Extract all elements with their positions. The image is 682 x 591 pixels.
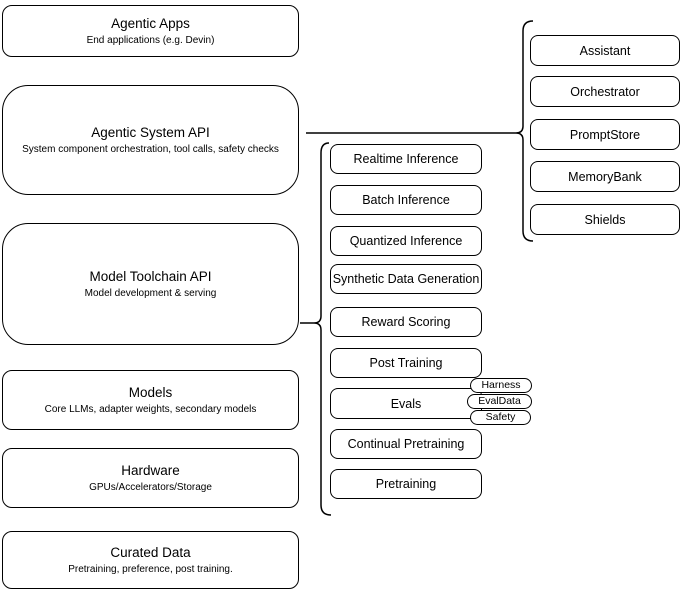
node-subtitle: Pretraining, preference, post training. [68,563,233,575]
node-model-toolchain-api: Model Toolchain API Model development & … [2,223,299,345]
node-subtitle: Model development & serving [84,287,217,299]
node-agentic-apps: Agentic Apps End applications (e.g. Devi… [2,5,299,57]
node-subtitle: Core LLMs, adapter weights, secondary mo… [44,403,257,415]
node-orchestrator: Orchestrator [530,76,680,107]
node-hardware: Hardware GPUs/Accelerators/Storage [2,448,299,508]
node-evals: Evals [330,388,482,419]
node-shields: Shields [530,204,680,235]
badge-safety: Safety [470,410,531,425]
node-memorybank: MemoryBank [530,161,680,192]
node-promptstore: PromptStore [530,119,680,150]
node-reward-scoring: Reward Scoring [330,307,482,337]
node-title: Models [128,384,173,400]
node-subtitle: System component orchestration, tool cal… [22,143,279,155]
node-title: Agentic System API [91,124,210,140]
node-agentic-system-api: Agentic System API System component orch… [2,85,299,195]
node-title: Agentic Apps [111,15,190,31]
node-title: Hardware [121,462,180,478]
node-continual-pretraining: Continual Pretraining [330,429,482,459]
node-title: Model Toolchain API [89,268,212,284]
node-batch-inference: Batch Inference [330,185,482,215]
node-curated-data: Curated Data Pretraining, preference, po… [2,531,299,589]
node-realtime-inference: Realtime Inference [330,144,482,174]
node-models: Models Core LLMs, adapter weights, secon… [2,370,299,430]
node-subtitle: GPUs/Accelerators/Storage [89,481,212,493]
node-assistant: Assistant [530,35,680,66]
badge-harness: Harness [470,378,532,393]
node-synthetic-data-generation: Synthetic Data Generation [330,264,482,294]
node-post-training: Post Training [330,348,482,378]
node-subtitle: End applications (e.g. Devin) [86,34,215,46]
node-title: Curated Data [110,544,191,560]
toolchain-items-brace [313,142,332,516]
node-quantized-inference: Quantized Inference [330,226,482,256]
node-pretraining: Pretraining [330,469,482,499]
badge-evaldata: EvalData [467,394,532,409]
